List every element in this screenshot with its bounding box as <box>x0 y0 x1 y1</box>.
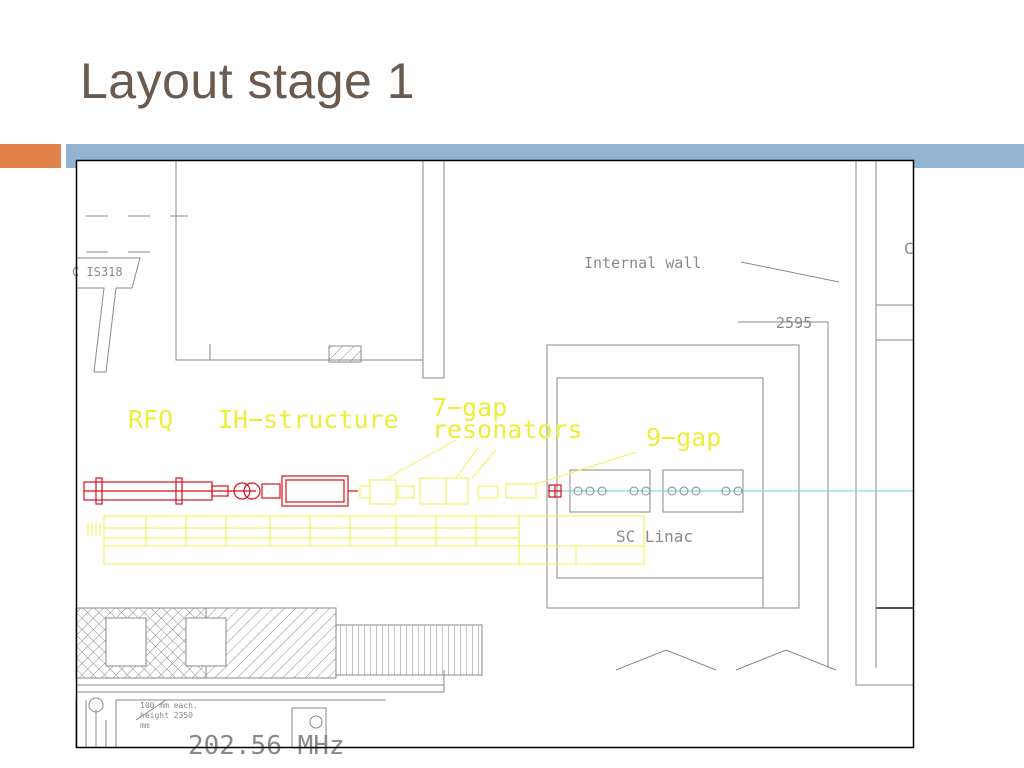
floor-structures <box>75 607 837 749</box>
note-line-3: mm <box>140 721 150 730</box>
beamline <box>83 475 562 507</box>
hatched-column <box>328 345 362 363</box>
layout-drawing: RFQ IH−structure 7−gap resonators 9−gap … <box>72 159 915 761</box>
label-nine-gap: 9−gap <box>646 423 721 452</box>
label-internal-wall: Internal wall <box>584 254 701 272</box>
label-rfq: RFQ <box>128 405 173 434</box>
accent-bar-orange <box>0 144 61 168</box>
support-frames <box>87 515 645 565</box>
label-sc-linac: SC Linac <box>616 527 693 546</box>
note-line-2: height 2350 <box>140 711 193 720</box>
slide-title: Layout stage 1 <box>80 53 416 109</box>
note-line-1: 100 mm each. <box>140 701 198 710</box>
label-edge-c: C <box>904 239 914 258</box>
label-resonators: resonators <box>432 415 583 444</box>
cad-drawing-svg: RFQ IH−structure 7−gap resonators 9−gap … <box>72 159 915 761</box>
label-ih-structure: IH−structure <box>218 405 399 434</box>
label-frequency: 202.56 MHz <box>188 731 345 761</box>
drawing-frame <box>75 159 915 749</box>
sc-linac-cavities <box>573 486 743 496</box>
label-seven-gap: 7−gap <box>432 393 507 422</box>
building-walls <box>76 160 914 686</box>
seven-gap-resonators <box>359 439 637 505</box>
label-dimension-2595: 2595 <box>776 314 812 332</box>
label-is318: C IS318 <box>72 265 123 279</box>
linac-room <box>546 344 800 609</box>
